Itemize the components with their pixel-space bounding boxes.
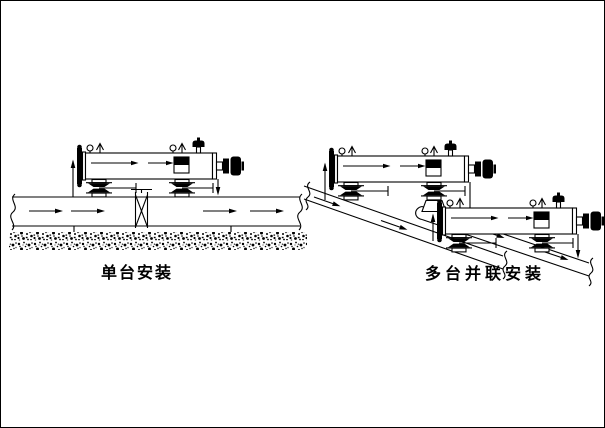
suction-riser (322, 162, 328, 200)
caption-single-installation: 单台安装 (101, 263, 173, 282)
suction-riser (70, 159, 76, 197)
parallel-units-diagram (297, 141, 604, 287)
suction-header-pipe (303, 181, 508, 280)
caption-parallel-installation: 多台并联安装 (425, 264, 545, 283)
pipe-break-icon (502, 250, 508, 280)
pipe-break-icon (297, 193, 303, 231)
ground-hatch-fragment (297, 232, 307, 249)
main-pipeline (10, 193, 303, 231)
suction-riser (430, 213, 436, 241)
pipe-break-icon (305, 181, 311, 211)
discharge-drop (575, 234, 581, 259)
discharge-drop (215, 179, 221, 196)
ground-hatch (9, 232, 304, 250)
pipe-break-icon (588, 257, 594, 287)
pipeline-gate-valve-icon (131, 188, 152, 228)
single-unit-diagram (9, 138, 304, 250)
pipe-break-icon (10, 193, 16, 231)
